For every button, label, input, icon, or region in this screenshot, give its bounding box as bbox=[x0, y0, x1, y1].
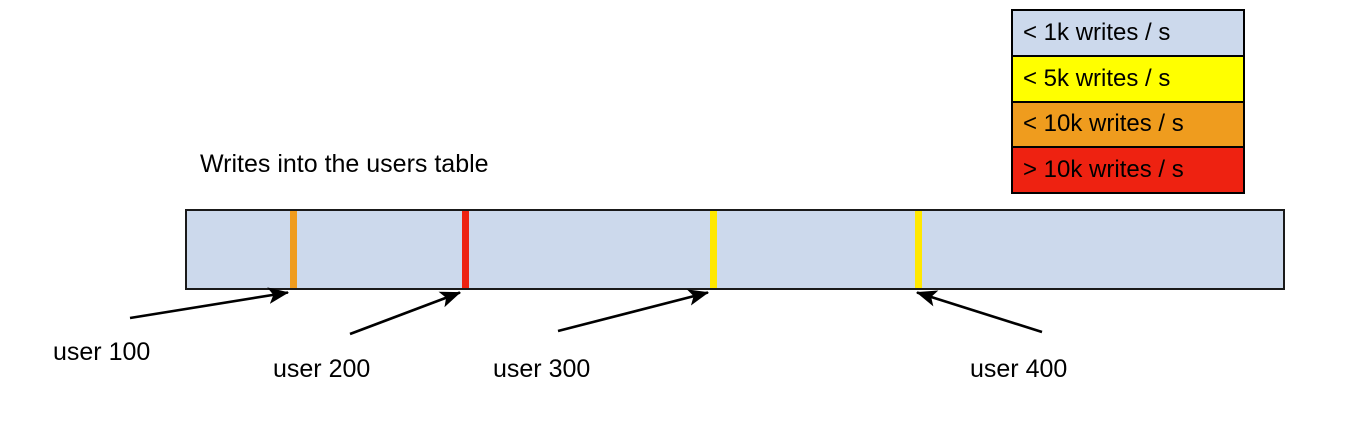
boundary-marker-user-100 bbox=[290, 211, 297, 288]
users-table-bar bbox=[185, 209, 1285, 290]
legend-label: < 5k writes / s bbox=[1023, 64, 1171, 92]
boundary-marker-user-400 bbox=[915, 211, 922, 288]
boundary-marker-user-300 bbox=[710, 211, 717, 288]
callout-label-user-400: user 400 bbox=[970, 355, 1068, 383]
legend-row-under-10k: < 10k writes / s bbox=[1013, 102, 1243, 149]
callout-label-user-300: user 300 bbox=[493, 355, 591, 383]
arrow-user-300 bbox=[557, 289, 710, 333]
chart-title: Writes into the users table bbox=[200, 150, 489, 178]
legend-label: > 10k writes / s bbox=[1023, 156, 1184, 184]
callout-label-user-200: user 200 bbox=[273, 355, 371, 383]
arrow-user-100 bbox=[129, 287, 290, 320]
legend: < 1k writes / s < 5k writes / s < 10k wr… bbox=[1011, 9, 1245, 194]
legend-label: < 10k writes / s bbox=[1023, 110, 1184, 138]
legend-row-under-1k: < 1k writes / s bbox=[1013, 11, 1243, 57]
legend-row-under-5k: < 5k writes / s bbox=[1013, 56, 1243, 103]
boundary-marker-user-200 bbox=[462, 211, 469, 288]
legend-row-over-10k: > 10k writes / s bbox=[1013, 148, 1243, 192]
arrow-user-200 bbox=[349, 291, 461, 336]
legend-label: < 1k writes / s bbox=[1023, 18, 1171, 46]
arrow-user-400 bbox=[916, 290, 1043, 334]
callout-label-user-100: user 100 bbox=[53, 338, 151, 366]
